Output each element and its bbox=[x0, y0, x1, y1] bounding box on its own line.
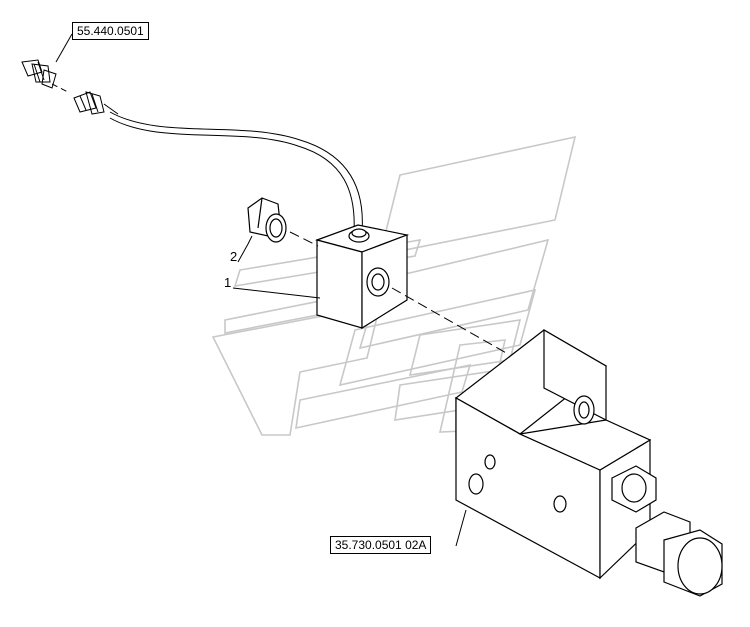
item-label-2: 2 bbox=[230, 249, 238, 264]
item-label-1: 1 bbox=[224, 275, 232, 290]
ref-callout-sensor-connector[interactable]: 55.440.0501 bbox=[72, 22, 149, 40]
leader-lines bbox=[55, 33, 467, 547]
sensor-connector bbox=[21, 59, 69, 93]
alignment-lines bbox=[289, 231, 509, 355]
sensor-block bbox=[315, 224, 410, 330]
plug-cap bbox=[247, 197, 287, 243]
ref-callout-valve-assembly[interactable]: 35.730.0501 02A bbox=[330, 536, 432, 554]
valve-assembly bbox=[454, 328, 723, 597]
sensor-cable bbox=[109, 111, 363, 233]
cable-plug bbox=[73, 91, 119, 115]
